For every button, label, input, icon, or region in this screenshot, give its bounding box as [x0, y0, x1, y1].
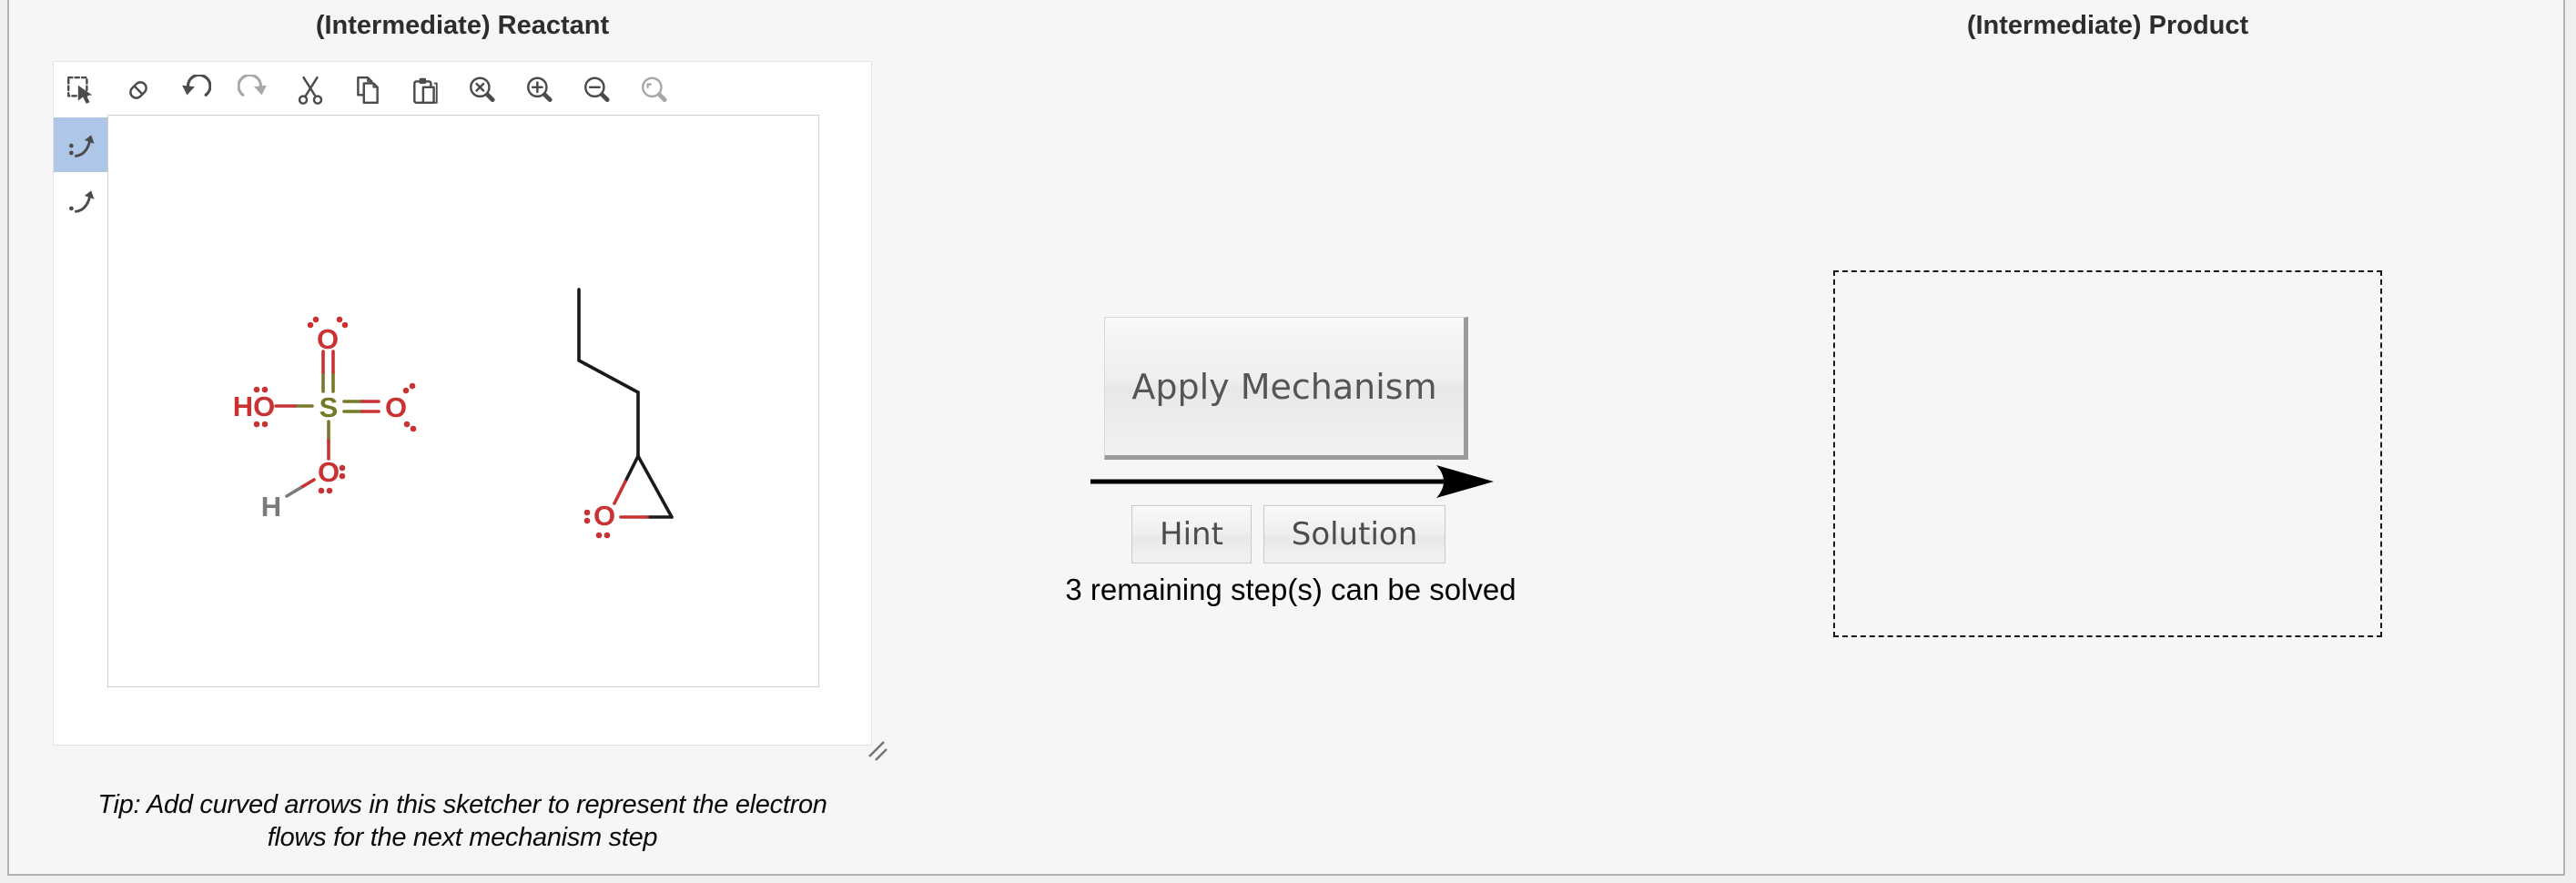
single-electron-arrow-tool[interactable] — [54, 173, 107, 228]
redo-icon[interactable] — [233, 70, 273, 110]
atom-label-o-bottom[interactable]: O — [318, 456, 340, 488]
sketcher-toolbar — [61, 70, 674, 110]
eraser-icon[interactable] — [118, 70, 158, 110]
epoxide-lone-pair-dots — [583, 509, 611, 539]
carbon-bonds — [577, 288, 674, 519]
undo-icon[interactable] — [176, 70, 216, 110]
product-drop-area — [1833, 270, 2382, 637]
sulfuric-acid-molecule: HO S O O O H — [233, 316, 417, 523]
zoom-out-icon[interactable] — [577, 70, 617, 110]
atom-label-h[interactable]: H — [261, 491, 281, 523]
solution-label: Solution — [1291, 516, 1418, 553]
zoom-fit-icon[interactable] — [634, 70, 674, 110]
hydrogen-bond-half — [285, 486, 302, 498]
hint-label: Hint — [1160, 516, 1223, 553]
molecule-drawing: HO S O O O H — [233, 288, 674, 539]
solution-button[interactable]: Solution — [1263, 505, 1445, 563]
atom-label-o-right[interactable]: O — [385, 391, 407, 423]
reactant-header: (Intermediate) Reactant — [315, 11, 610, 40]
zoom-in-icon[interactable] — [520, 70, 560, 110]
atom-label-ho[interactable]: HO — [233, 391, 276, 422]
cut-icon[interactable] — [290, 70, 330, 110]
epoxide-molecule: O — [577, 288, 674, 539]
epoxide-oxygen-bonds — [613, 480, 649, 519]
atom-label-o-top[interactable]: O — [317, 323, 339, 355]
apply-mechanism-button[interactable]: Apply Mechanism — [1104, 317, 1468, 460]
copy-icon[interactable] — [348, 70, 388, 110]
rect-select-icon[interactable] — [61, 70, 101, 110]
molecule-sketcher: HO S O O O H — [53, 61, 872, 746]
tip-line-2: flows for the next mechanism step — [267, 823, 658, 852]
atom-label-s[interactable]: S — [319, 391, 339, 423]
sketcher-tip-text: Tip: Add curved arrows in this sketcher … — [53, 788, 872, 854]
electron-pair-arrow-tool[interactable] — [54, 117, 107, 172]
zoom-reset-icon[interactable] — [462, 70, 502, 110]
product-header: (Intermediate) Product — [1966, 11, 2249, 40]
oxygen-bond-halves — [274, 350, 380, 490]
reaction-arrow — [1090, 465, 1494, 498]
sketcher-resize-grip[interactable] — [867, 741, 892, 766]
sulfur-bond-halves — [293, 370, 364, 442]
remaining-steps-status: 3 remaining step(s) can be solved — [1065, 573, 1516, 606]
paste-icon[interactable] — [405, 70, 445, 110]
hint-button[interactable]: Hint — [1131, 505, 1252, 563]
tip-line-1: Tip: Add curved arrows in this sketcher … — [97, 790, 827, 819]
sketch-canvas[interactable]: HO S O O O H — [107, 115, 819, 687]
apply-mechanism-label: Apply Mechanism — [1131, 366, 1437, 407]
atom-label-epoxide-o[interactable]: O — [593, 500, 615, 532]
lone-pair-dots — [253, 316, 417, 494]
